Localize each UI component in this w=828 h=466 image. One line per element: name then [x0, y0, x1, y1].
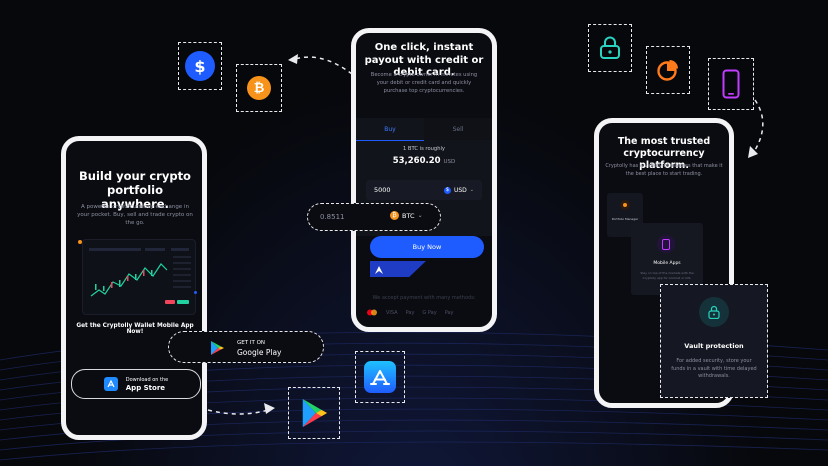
btc-currency: BTC: [402, 211, 415, 220]
app-store-top-text: Download on the: [125, 377, 169, 383]
buy-now-button[interactable]: Buy Now: [370, 236, 484, 258]
app-store-bottom-text: App Store: [125, 384, 166, 392]
trading-dashboard-preview: [82, 239, 196, 315]
lock-tile: [588, 24, 632, 72]
vault-title: Vault protection: [684, 342, 744, 350]
payment-method-visa: VISA: [386, 309, 398, 316]
center-phone-subtitle: Become a crypto owner in minutes using y…: [370, 72, 478, 94]
google-play-button[interactable]: GET IT ON Google Play: [168, 331, 324, 363]
tab-sell[interactable]: Sell: [424, 118, 492, 140]
rate-label: 1 BTC is roughly: [402, 146, 445, 152]
btc-amount-value: 0.8511: [320, 213, 345, 221]
tab-buy[interactable]: Buy: [356, 118, 424, 141]
google-play-tile: [288, 387, 340, 439]
google-play-bottom-text: Google Play: [237, 348, 282, 357]
currency-select-usd[interactable]: $ USD ⌄: [443, 186, 474, 194]
feature-card-portfolio: Portfolio Manager: [607, 193, 643, 237]
chevron-down-icon: ⌄: [469, 187, 474, 193]
decor-dot-blue: [194, 291, 197, 294]
payment-method-apple-pay: Pay: [405, 309, 415, 316]
dollar-icon: $: [185, 51, 215, 81]
vault-text: For added security, store your funds in …: [671, 358, 757, 379]
vault-protection-card: Vault protection For added security, sto…: [660, 284, 768, 398]
amount-value: 5000: [374, 186, 391, 194]
rate-value: 53,260.20: [392, 156, 441, 166]
btc-amount-pill[interactable]: 0.8511 ₿ BTC ⌄: [307, 203, 441, 231]
amount-currency: USD: [453, 186, 467, 194]
right-phone-title: The most trusted cryptocurrency platform…: [617, 136, 711, 171]
feature-mobile-title: Mobile Apps: [653, 261, 681, 266]
amount-input[interactable]: 5000 $ USD ⌄: [366, 180, 482, 200]
mobile-app-icon: [657, 235, 675, 253]
vault-lock-icon: [699, 297, 729, 327]
google-play-icon: [209, 340, 225, 356]
left-phone-mockup: Build your crypto portfolio anywhere. A …: [61, 136, 207, 440]
usd-coin-icon: $: [443, 186, 451, 194]
mobile-phone-icon: [722, 69, 740, 99]
bitcoin-tile: ₿: [236, 64, 282, 112]
payment-note: We accept payment with many methods:: [372, 295, 476, 301]
app-store-icon: [103, 377, 118, 391]
app-store-tile: [355, 351, 405, 403]
tab-sell-label: Sell: [452, 125, 464, 133]
left-phone-cta: Get the Cryptolly Wallet Mobile App Now!: [76, 323, 194, 335]
currency-select-btc[interactable]: ₿ BTC ⌄: [390, 211, 423, 220]
bitcoin-coin-icon: ₿: [390, 211, 399, 220]
rate-value-line: 53,260.20 USD: [356, 156, 492, 166]
pie-chart-icon: [656, 58, 680, 82]
google-play-icon: [299, 397, 329, 429]
left-phone-title: Build your crypto portfolio anywhere.: [79, 169, 191, 211]
bitcoin-icon: ₿: [247, 76, 271, 100]
pie-chart-tile: [646, 46, 690, 94]
rate-currency: USD: [443, 159, 456, 165]
feature-mobile-text: Stay on top of the markets with the Cryp…: [640, 271, 694, 280]
dollar-tile: $: [178, 42, 222, 90]
feature-portfolio-title: Portfolio Manager: [611, 217, 639, 221]
lock-icon: [599, 36, 621, 60]
feature-card-mobile: Mobile Apps Stay on top of the markets w…: [631, 223, 703, 295]
left-phone-subtitle: A powerful cryptocurrency exchange in yo…: [77, 204, 193, 226]
app-store-button[interactable]: Download on the App Store: [71, 369, 201, 399]
center-phone-title: One click, instant payout with credit or…: [364, 42, 484, 78]
payment-methods-row: VISA Pay G Pay Pay: [366, 309, 486, 316]
mobile-phone-tile: [708, 58, 754, 110]
portfolio-icon: [620, 200, 630, 210]
center-phone-mockup: One click, instant payout with credit or…: [351, 28, 497, 332]
app-store-icon: [364, 361, 396, 393]
tab-buy-label: Buy: [384, 125, 396, 133]
send-arrow-icon: [374, 265, 384, 275]
right-phone-subtitle: Cryptolly has a variety of features that…: [605, 163, 723, 177]
chevron-down-icon: ⌄: [417, 212, 423, 219]
card-graphic: [370, 261, 426, 277]
payment-method-samsung-pay: Pay: [444, 309, 454, 316]
mastercard-icon: [366, 309, 378, 316]
payment-method-google-pay: G Pay: [422, 309, 437, 316]
decor-dot-orange: [78, 240, 82, 244]
google-play-top-text: GET IT ON: [237, 340, 266, 346]
